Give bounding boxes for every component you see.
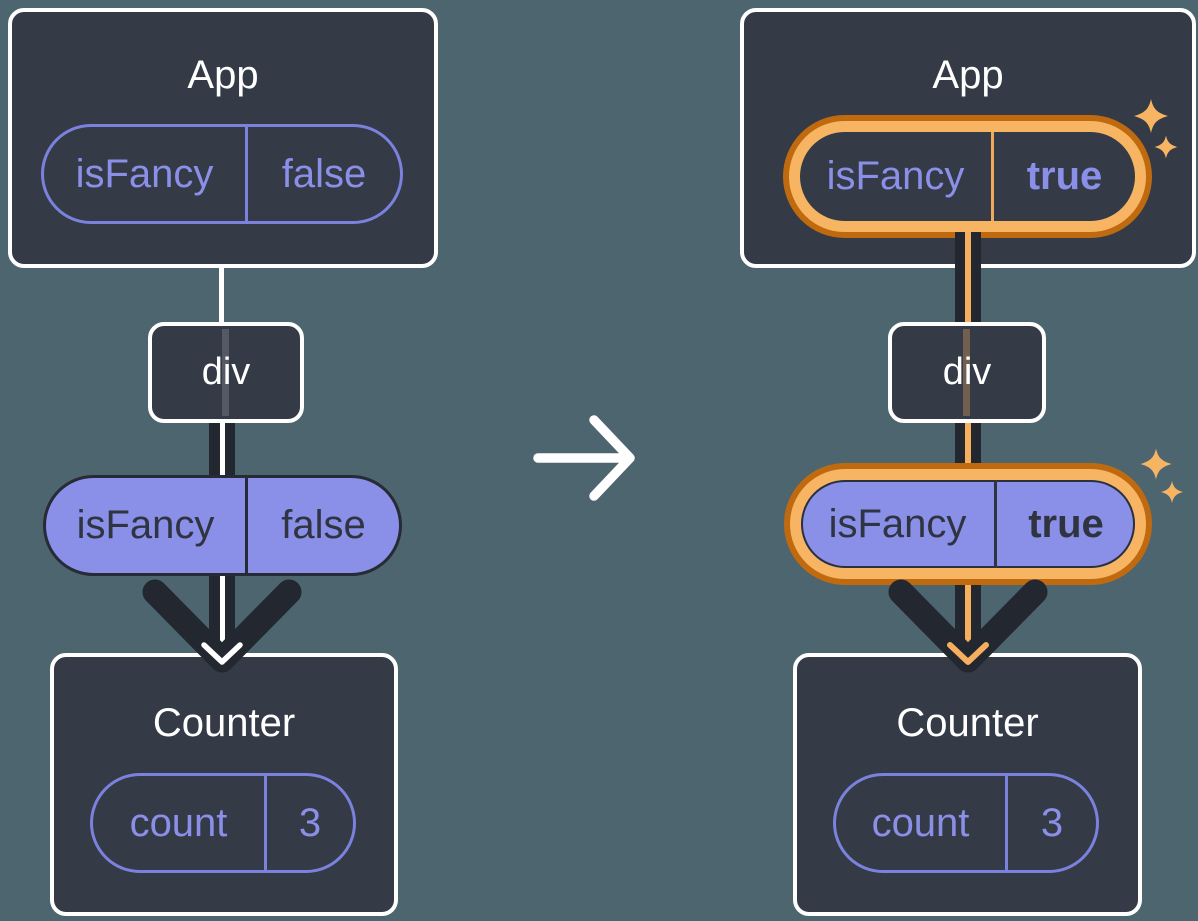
component-title: App bbox=[187, 53, 259, 97]
component-title: div bbox=[201, 351, 251, 393]
state-name: isFancy bbox=[800, 132, 994, 221]
state-pill: count 3 bbox=[833, 773, 1099, 873]
prop-name: isFancy bbox=[801, 480, 997, 568]
prop-pill-highlighted: isFancy true bbox=[784, 463, 1152, 585]
arrow-right-icon bbox=[533, 415, 635, 501]
component-title: App bbox=[932, 53, 1004, 97]
app-component-card: App isFancy false bbox=[8, 8, 438, 268]
counter-component-card: Counter count 3 bbox=[50, 653, 398, 916]
prop-value: true bbox=[1028, 501, 1104, 546]
state-value: false bbox=[281, 151, 367, 196]
div-component-card: div bbox=[148, 322, 304, 423]
state-value: true bbox=[1026, 154, 1103, 198]
state-name: isFancy bbox=[44, 127, 248, 221]
component-title: Counter bbox=[896, 701, 1039, 745]
pass-through-line bbox=[222, 329, 229, 416]
app-component-card: App isFancy true bbox=[740, 8, 1196, 268]
sparkles-icon bbox=[1140, 448, 1183, 503]
state-name: count bbox=[93, 776, 267, 870]
div-component-card: div bbox=[888, 322, 1046, 423]
counter-component-card: Counter count 3 bbox=[793, 653, 1142, 916]
connector-line-highlighted bbox=[965, 232, 971, 325]
component-title: div bbox=[942, 351, 992, 393]
state-value: 3 bbox=[1040, 800, 1064, 845]
prop-value: false bbox=[281, 503, 366, 547]
prop-pill: isFancy false bbox=[43, 475, 402, 576]
connector-line bbox=[219, 264, 224, 326]
state-value: 3 bbox=[298, 800, 322, 845]
component-title: Counter bbox=[152, 701, 296, 745]
state-pill: isFancy false bbox=[41, 124, 403, 224]
prop-name: isFancy bbox=[46, 478, 248, 573]
state-pill-highlighted: isFancy true bbox=[783, 115, 1152, 238]
state-pill: count 3 bbox=[90, 773, 356, 873]
pass-through-line bbox=[963, 329, 970, 416]
state-name: count bbox=[836, 776, 1008, 870]
